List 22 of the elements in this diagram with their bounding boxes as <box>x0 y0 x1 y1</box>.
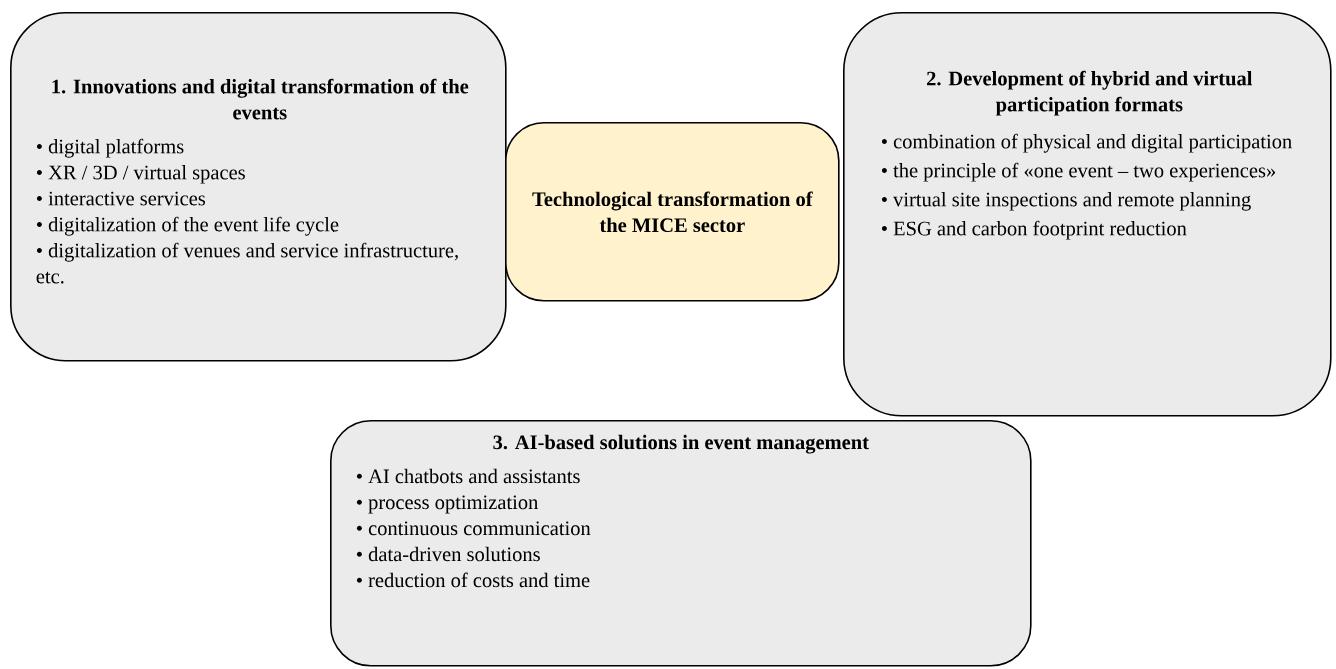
bullet-item: • digitalization of the event life cycle <box>36 216 339 236</box>
bullet-item: • combination of physical and digital participation <box>881 133 1292 153</box>
bullet-item: • the principle of «one event – two experiences» <box>881 162 1276 182</box>
topic-box <box>330 420 1032 667</box>
box-heading: 1. Innovations and digital transformation of the events <box>52 78 469 120</box>
box-title: Technological transformation of the MICE sector <box>532 191 813 233</box>
bullet-item: • data-driven solutions <box>356 546 540 562</box>
box-heading: 3. AI-based solutions in event management <box>493 434 869 454</box>
bullet-item: • digitalization of venues and service infrastructure, etc. <box>36 242 458 284</box>
box-heading: 2. Development of hybrid and virtual participation formats <box>927 70 1253 116</box>
bullet-item: • interactive services <box>36 191 206 206</box>
bullet-item: • continuous communication <box>356 521 591 536</box>
bullet-item: • XR / 3D / virtual spaces <box>36 165 245 184</box>
bullet-item: • reduction of costs and time <box>356 572 590 588</box>
bullet-item: • AI chatbots and assistants <box>356 468 580 484</box>
bullet-item: • digital platforms <box>36 138 184 158</box>
topic-box <box>843 12 1332 417</box>
bullet-item: • process optimization <box>356 495 539 514</box>
bullet-item: • virtual site inspections and remote planning <box>881 192 1251 211</box>
bullet-item: • ESG and carbon footprint reduction <box>881 220 1187 240</box>
center-box <box>505 122 840 302</box>
topic-box <box>10 12 507 362</box>
